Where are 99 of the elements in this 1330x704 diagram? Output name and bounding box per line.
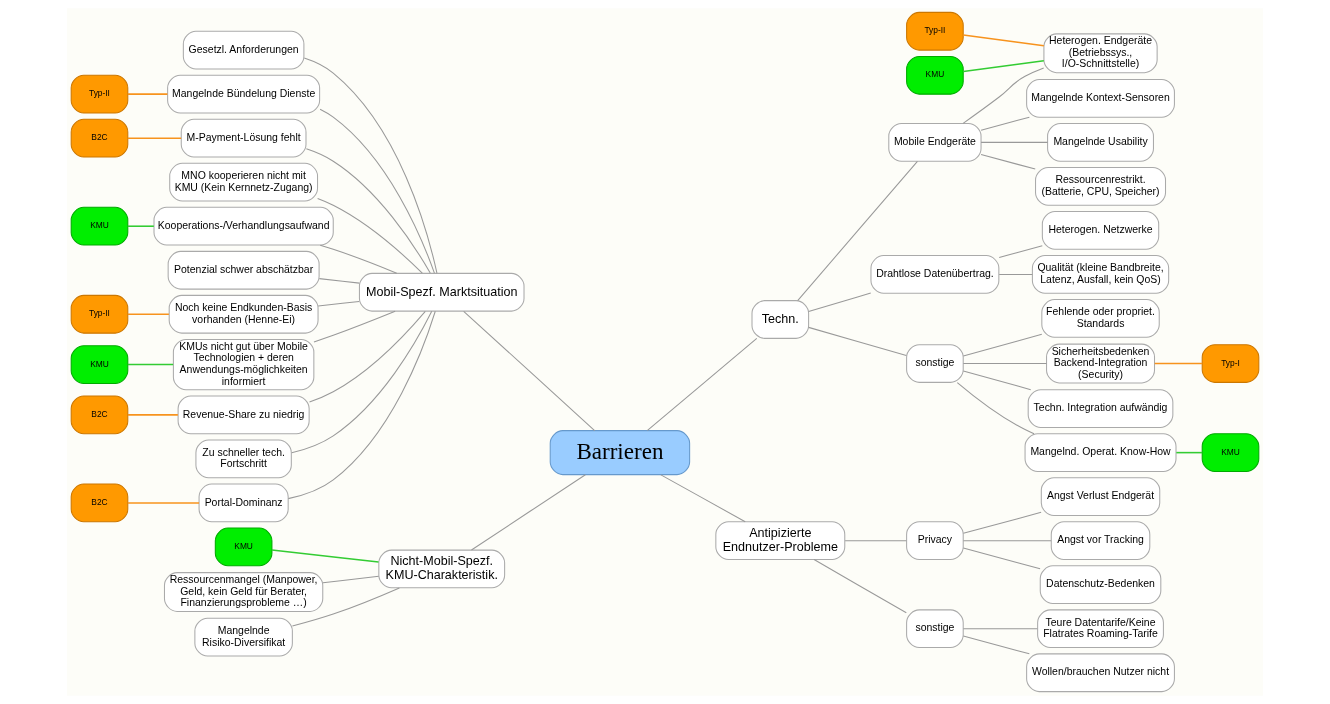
connector	[962, 67, 1045, 124]
connector	[271, 549, 380, 563]
connector	[808, 292, 872, 312]
node-box: Typ-II	[906, 11, 964, 51]
node-box: KMU	[1201, 433, 1260, 473]
connector	[1175, 451, 1203, 454]
node-box: Typ-II	[70, 294, 129, 334]
connector	[962, 363, 1048, 365]
node-box: KMUs nicht gut über Mobile Technologien + deren Anwendungs-möglichkeiten informiert	[172, 338, 315, 391]
node-box: Typ-I	[1201, 344, 1260, 383]
connector	[962, 547, 1041, 570]
node-box: Zu schneller tech. Fortschritt	[195, 439, 292, 479]
node-box: Revenue-Share zu niedrig	[177, 395, 310, 435]
connector	[291, 587, 400, 627]
connector	[127, 313, 170, 316]
connector	[646, 337, 758, 431]
node-box: Teure Datentarife/Keine Flatrates Roaming-Tarife	[1037, 609, 1164, 649]
connector	[317, 197, 423, 274]
node-box: Kooperations-/Verhandlungsaufwand	[153, 206, 334, 246]
connector	[127, 137, 182, 139]
connector	[127, 414, 179, 416]
node-box: MNO kooperieren nicht mit KMU (Kein Kernnetz-Zugang)	[169, 162, 319, 202]
connector	[305, 148, 431, 274]
node-box: Privacy	[906, 521, 964, 561]
connector	[127, 363, 174, 366]
node-box: Sicherheitsbedenken Backend-Integration (Security)	[1046, 343, 1156, 384]
connector	[127, 502, 200, 504]
node-box: KMU	[214, 527, 273, 567]
node-box: Gesetzl. Anforderungen	[182, 30, 305, 70]
node-box: Mangelnde Kontext-Sensoren	[1026, 78, 1175, 118]
node-box: Wollen/brauchen Nutzer nicht	[1026, 653, 1175, 693]
node-box: KMU	[70, 345, 129, 384]
node-box: Techn. Integration aufwändig	[1027, 389, 1174, 428]
connector	[127, 225, 155, 227]
node-box: Heterogen. Endgeräte (Betriebssys., I/O-Schnittstelle)	[1043, 33, 1158, 74]
node-box: Mangelnde Risiko-Diversifikat	[194, 617, 293, 657]
connector	[962, 635, 1030, 655]
connector	[470, 474, 586, 551]
node-box: Potenzial schwer abschätzbar	[167, 250, 320, 290]
connector	[844, 540, 907, 542]
connector	[317, 300, 360, 307]
connector	[127, 93, 169, 95]
node-box: Mobil-Spezf. Marktsituation	[358, 272, 525, 312]
connector	[980, 141, 1049, 143]
node-box: Nicht-Mobil-Spezf. KMU-Charakteristik.	[378, 549, 506, 589]
connector	[291, 310, 433, 454]
node-box: Fehlende oder propriet. Standards	[1041, 299, 1160, 338]
node-box: Portal-Dominanz	[198, 483, 289, 523]
node-box: KMU	[70, 206, 129, 246]
connector	[808, 326, 907, 357]
connector	[322, 575, 380, 584]
node-box: Ressourcenrestrikt. (Batterie, CPU, Speicher)	[1035, 167, 1167, 206]
node-box: Ressourcenmangel (Manpower, Geld, kein Geld für Berater, Finanzierungsprobleme …)	[163, 572, 324, 612]
connector	[660, 474, 746, 523]
connector	[319, 244, 398, 274]
connector	[287, 310, 436, 500]
node-box: Qualität (kleine Bandbreite, Latenz, Ausfall, kein QoS)	[1031, 255, 1170, 294]
connector	[956, 382, 1035, 435]
node-box: KMU	[906, 55, 964, 95]
node-box: Barrieren	[549, 430, 691, 476]
node-box: Angst Verlust Endgerät	[1040, 477, 1161, 517]
connector	[962, 370, 1032, 391]
node-box: Angst vor Tracking	[1050, 521, 1151, 561]
connector	[962, 34, 1045, 47]
connector	[303, 57, 438, 274]
connector	[998, 273, 1033, 275]
node-box: Mangelnde Usability	[1047, 122, 1154, 162]
node-box: B2C	[70, 395, 129, 435]
node-box: B2C	[70, 118, 129, 158]
connector	[463, 310, 596, 432]
connector	[962, 540, 1052, 542]
connector	[962, 333, 1043, 357]
node-box: Heterogen. Netzwerke	[1041, 211, 1160, 250]
node-box: Drahtlose Datenübertrag.	[870, 255, 1000, 294]
node-box: Techn.	[751, 300, 810, 339]
node-box: sonstige	[906, 344, 964, 383]
node-box: Datenschutz-Bedenken	[1039, 565, 1162, 605]
connector	[998, 245, 1043, 258]
connector	[313, 310, 396, 343]
connector	[319, 108, 435, 274]
node-box: M-Payment-Lösung fehlt	[180, 118, 307, 158]
node-box: sonstige	[906, 609, 964, 649]
node-box: B2C	[70, 483, 129, 523]
connector	[962, 59, 1045, 73]
connector	[318, 278, 360, 284]
connector	[962, 511, 1042, 534]
connector	[813, 559, 907, 614]
connector	[980, 116, 1030, 131]
node-box: Noch keine Endkunden-Basis vorhanden (Henne-Ei)	[168, 294, 319, 334]
node-box: Typ-II	[70, 74, 129, 114]
node-box: Mobile Endgeräte	[888, 122, 982, 162]
connector	[980, 154, 1036, 170]
connector	[962, 628, 1038, 630]
connector	[308, 310, 426, 403]
node-box: Mangelnde Bündelung Dienste	[167, 74, 321, 114]
connector	[797, 160, 918, 302]
node-box: Antipizierte Endnutzer-Probleme	[715, 521, 846, 561]
connector	[1153, 362, 1203, 365]
node-box: Mangelnd. Operat. Know-How	[1024, 433, 1177, 473]
